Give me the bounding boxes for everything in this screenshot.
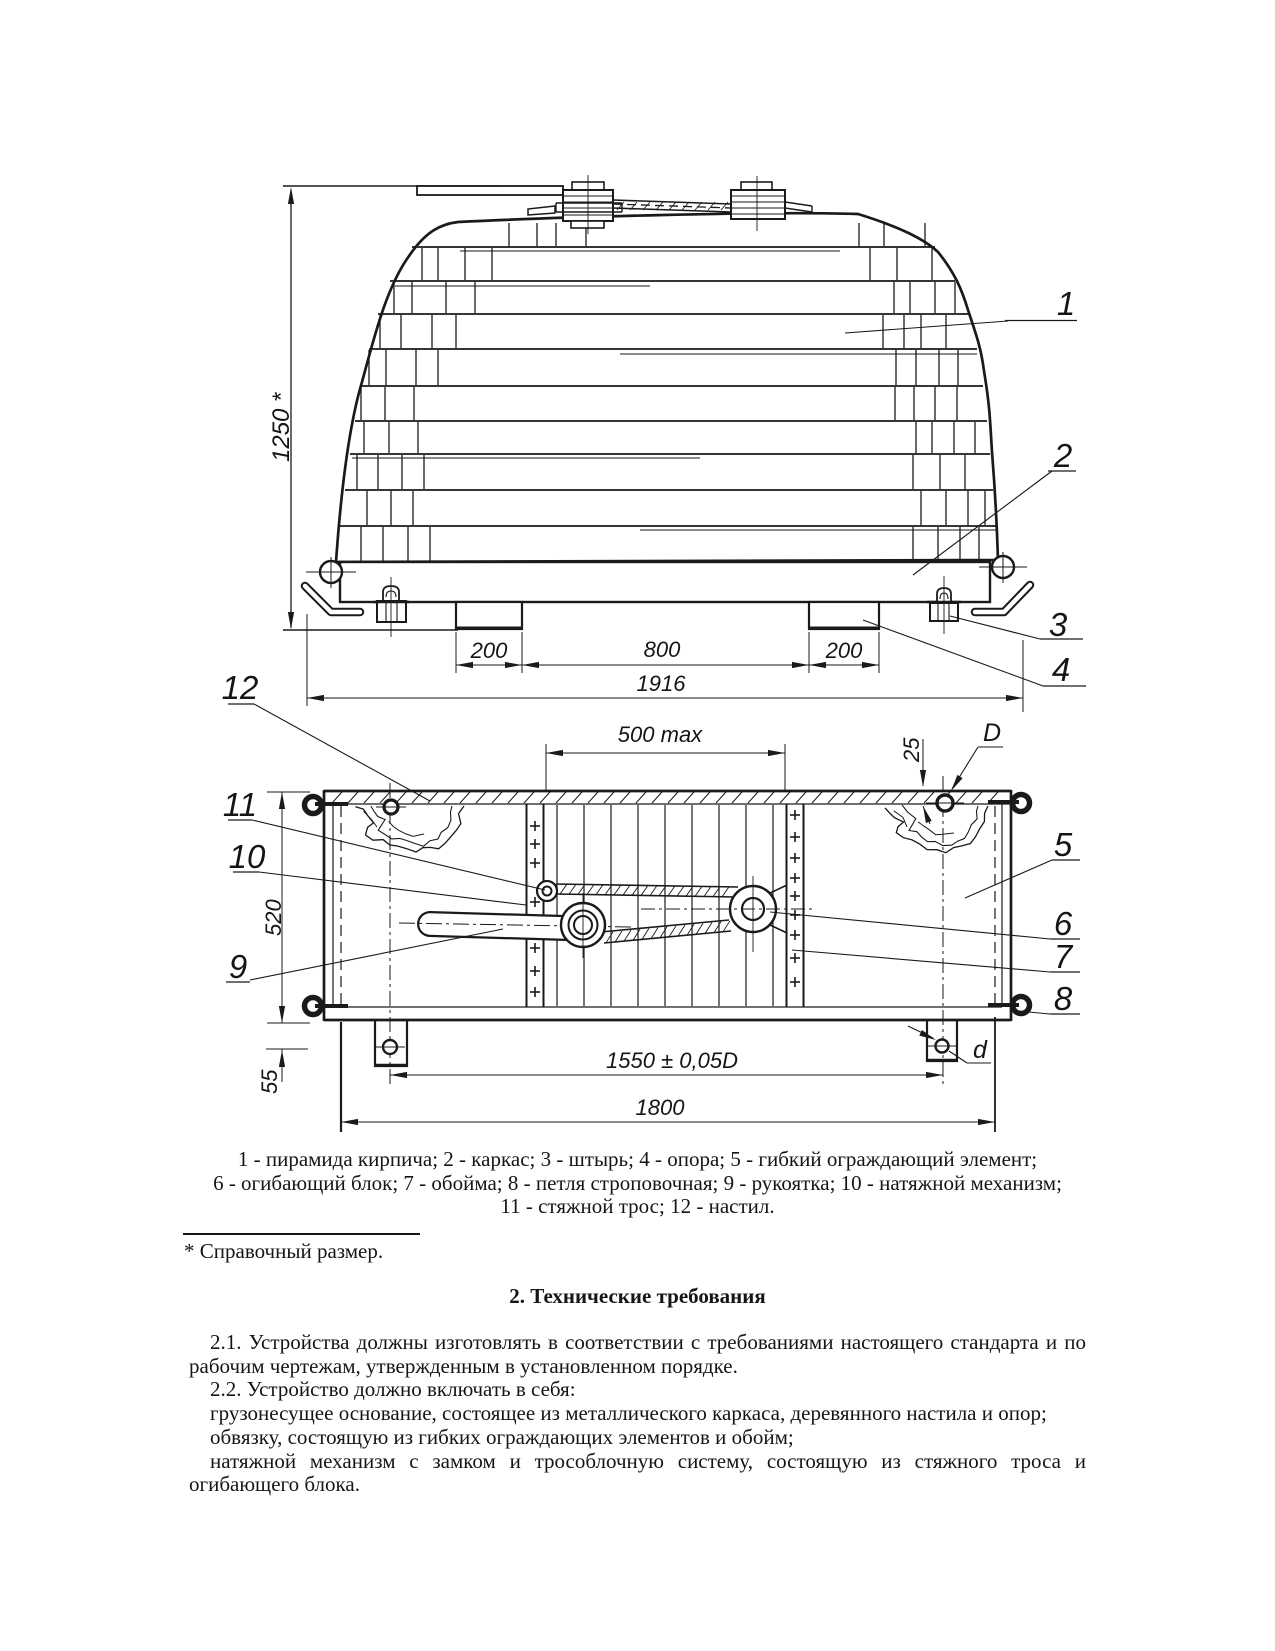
svg-text:2: 2 [1053, 437, 1072, 474]
svg-text:200: 200 [470, 638, 508, 663]
svg-text:1: 1 [1057, 285, 1075, 322]
svg-text:12: 12 [222, 669, 259, 706]
svg-text:10: 10 [229, 838, 266, 875]
svg-text:1916: 1916 [637, 671, 687, 696]
svg-text:25: 25 [899, 737, 924, 763]
svg-text:4: 4 [1052, 651, 1070, 688]
svg-text:520: 520 [261, 899, 286, 936]
svg-text:55: 55 [257, 1069, 282, 1094]
svg-text:200: 200 [825, 638, 863, 663]
svg-text:d: d [973, 1036, 988, 1064]
svg-text:9: 9 [229, 948, 247, 985]
svg-text:800: 800 [644, 637, 681, 662]
svg-text:11: 11 [223, 786, 257, 823]
svg-text:1550 ± 0,05D: 1550 ± 0,05D [606, 1048, 738, 1073]
svg-text:1250 *: 1250 * [268, 392, 295, 462]
svg-text:7: 7 [1054, 938, 1074, 975]
svg-text:5: 5 [1054, 826, 1073, 863]
svg-text:8: 8 [1054, 980, 1073, 1017]
svg-text:1800: 1800 [636, 1095, 686, 1120]
svg-text:500 max: 500 max [618, 722, 703, 747]
svg-text:6: 6 [1054, 905, 1073, 942]
svg-text:3: 3 [1049, 606, 1068, 643]
svg-text:D: D [983, 719, 1001, 747]
